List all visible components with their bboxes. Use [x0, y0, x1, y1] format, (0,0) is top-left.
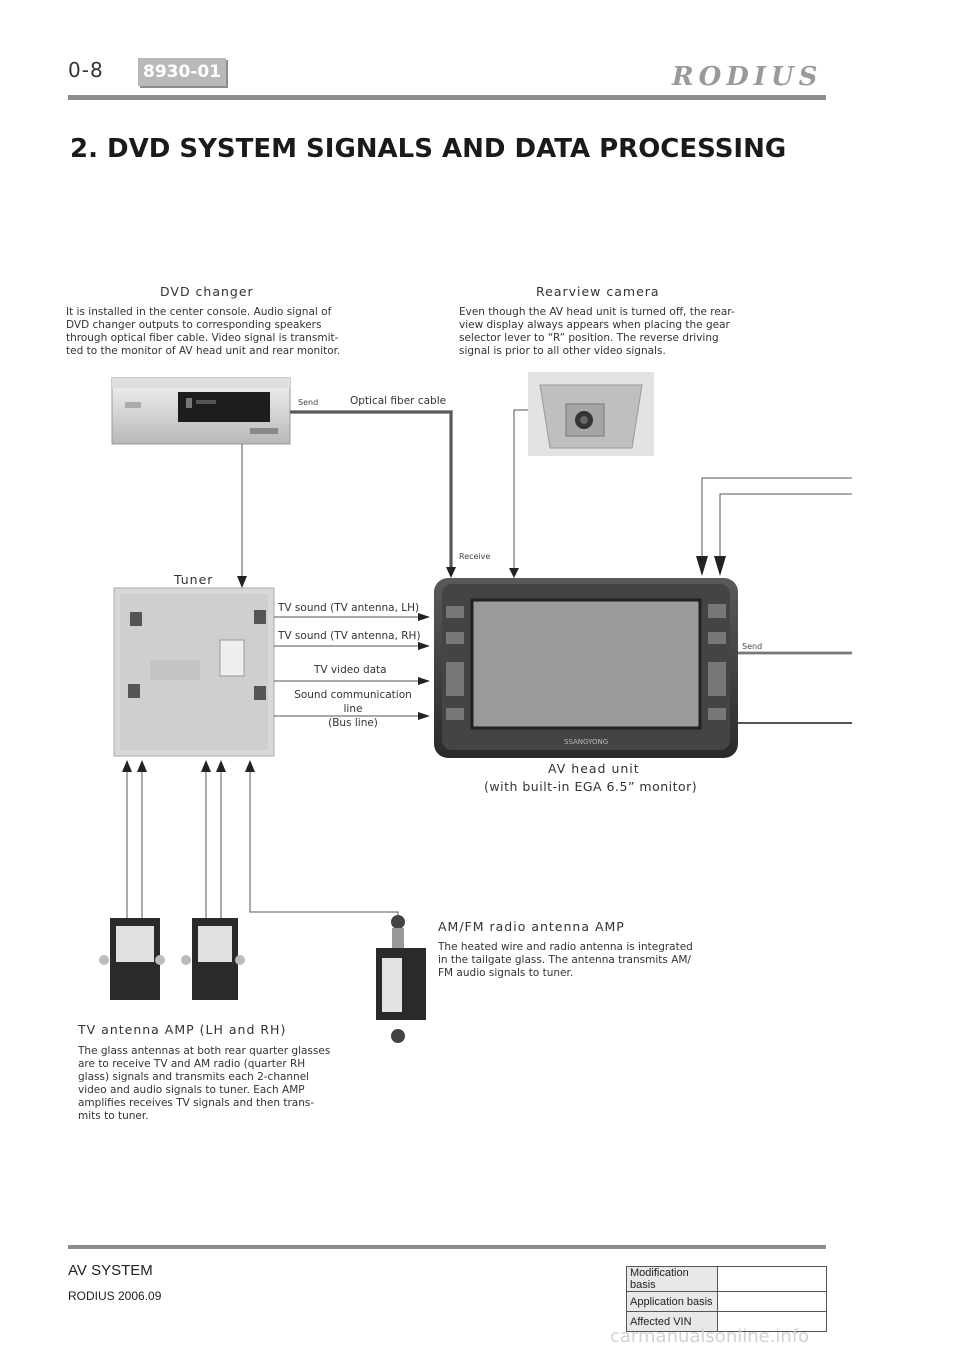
receive-label: Receive	[459, 552, 491, 561]
arrow-amfm	[245, 760, 255, 772]
arrow-camera	[509, 568, 519, 578]
modification-basis-label: Modification basis	[626, 1266, 718, 1292]
arrow-ext-2	[714, 556, 726, 576]
send-label-dvd: Send	[298, 398, 319, 407]
av-head-unit-image	[434, 578, 738, 758]
arrow-amp-3	[201, 760, 211, 772]
optical-fiber-label: Optical fiber cable	[350, 395, 447, 407]
affected-vin-label: Affected VIN	[626, 1311, 718, 1332]
tv-sound-lh-label: TV sound (TV antenna, LH)	[278, 602, 420, 614]
page-number: 0-8	[68, 58, 104, 82]
rearview-camera-heading: Rearview camera	[536, 284, 660, 299]
tv-sound-rh-label: TV sound (TV antenna, RH)	[278, 630, 421, 642]
arrow-sound-comm	[418, 712, 430, 720]
dvd-changer-image	[111, 377, 291, 445]
av-head-unit-heading: AV head unit	[548, 761, 640, 776]
rearview-camera-description: Even though the AV head unit is turned o…	[459, 306, 735, 357]
section-code-badge: 8930-01	[138, 58, 226, 86]
dvd-changer-description: It is installed in the center console. A…	[66, 306, 341, 357]
rearview-camera-image	[528, 372, 654, 456]
modification-table: Modification basis Application basis Aff…	[626, 1266, 827, 1332]
am-fm-amp-description: The heated wire and radio antenna is int…	[438, 941, 693, 979]
arrow-tv-sound-rh	[418, 642, 430, 650]
footer-divider	[68, 1245, 826, 1249]
tv-antenna-amp-rh-image	[181, 918, 245, 1000]
av-head-unit-subheading: (with built-in EGA 6.5” monitor)	[484, 779, 698, 794]
watermark: carmanualsonline.info	[610, 1326, 810, 1347]
application-basis-value	[717, 1291, 827, 1312]
arrow-ext-1	[696, 556, 708, 576]
header-divider	[68, 95, 826, 100]
footer-date: RODIUS 2006.09	[68, 1289, 162, 1303]
connection-lines	[126, 409, 852, 918]
am-fm-amp-heading: AM/FM radio antenna AMP	[438, 919, 625, 934]
arrow-tv-sound-lh	[418, 613, 430, 621]
am-fm-amp-image	[376, 915, 426, 1043]
tv-antenna-amp-heading: TV antenna AMP (LH and RH)	[78, 1022, 287, 1037]
brand-logo: RODIUS	[672, 62, 823, 92]
arrow-amp-1	[122, 760, 132, 772]
arrow-optical-receive	[446, 567, 456, 578]
affected-vin-value	[717, 1311, 827, 1332]
footer-section-title: AV SYSTEM	[68, 1262, 153, 1279]
arrow-to-tuner	[237, 576, 247, 588]
table-row: Affected VIN	[626, 1311, 827, 1332]
arrow-tv-video	[418, 677, 430, 685]
arrow-amp-4	[216, 760, 226, 772]
application-basis-label: Application basis	[626, 1291, 718, 1312]
modification-basis-value	[717, 1266, 827, 1292]
tv-antenna-amp-description: The glass antennas at both rear quarter …	[78, 1045, 331, 1122]
tuner-image	[113, 587, 275, 757]
tv-antenna-amp-lh-image	[99, 918, 165, 1000]
tv-video-label: TV video data	[314, 664, 387, 676]
arrow-amp-2	[137, 760, 147, 772]
arrowheads	[122, 556, 726, 772]
table-row: Modification basis	[626, 1266, 827, 1292]
table-row: Application basis	[626, 1291, 827, 1312]
sound-communication-label: Sound communication line (Bus line)	[294, 689, 412, 729]
send-label-head-unit: Send	[742, 642, 763, 651]
page-title: 2. DVD SYSTEM SIGNALS AND DATA PROCESSIN…	[70, 134, 787, 164]
tuner-heading: Tuner	[174, 572, 214, 587]
head-unit-brand: SSANGYONG	[564, 738, 609, 746]
dvd-changer-heading: DVD changer	[160, 284, 254, 299]
